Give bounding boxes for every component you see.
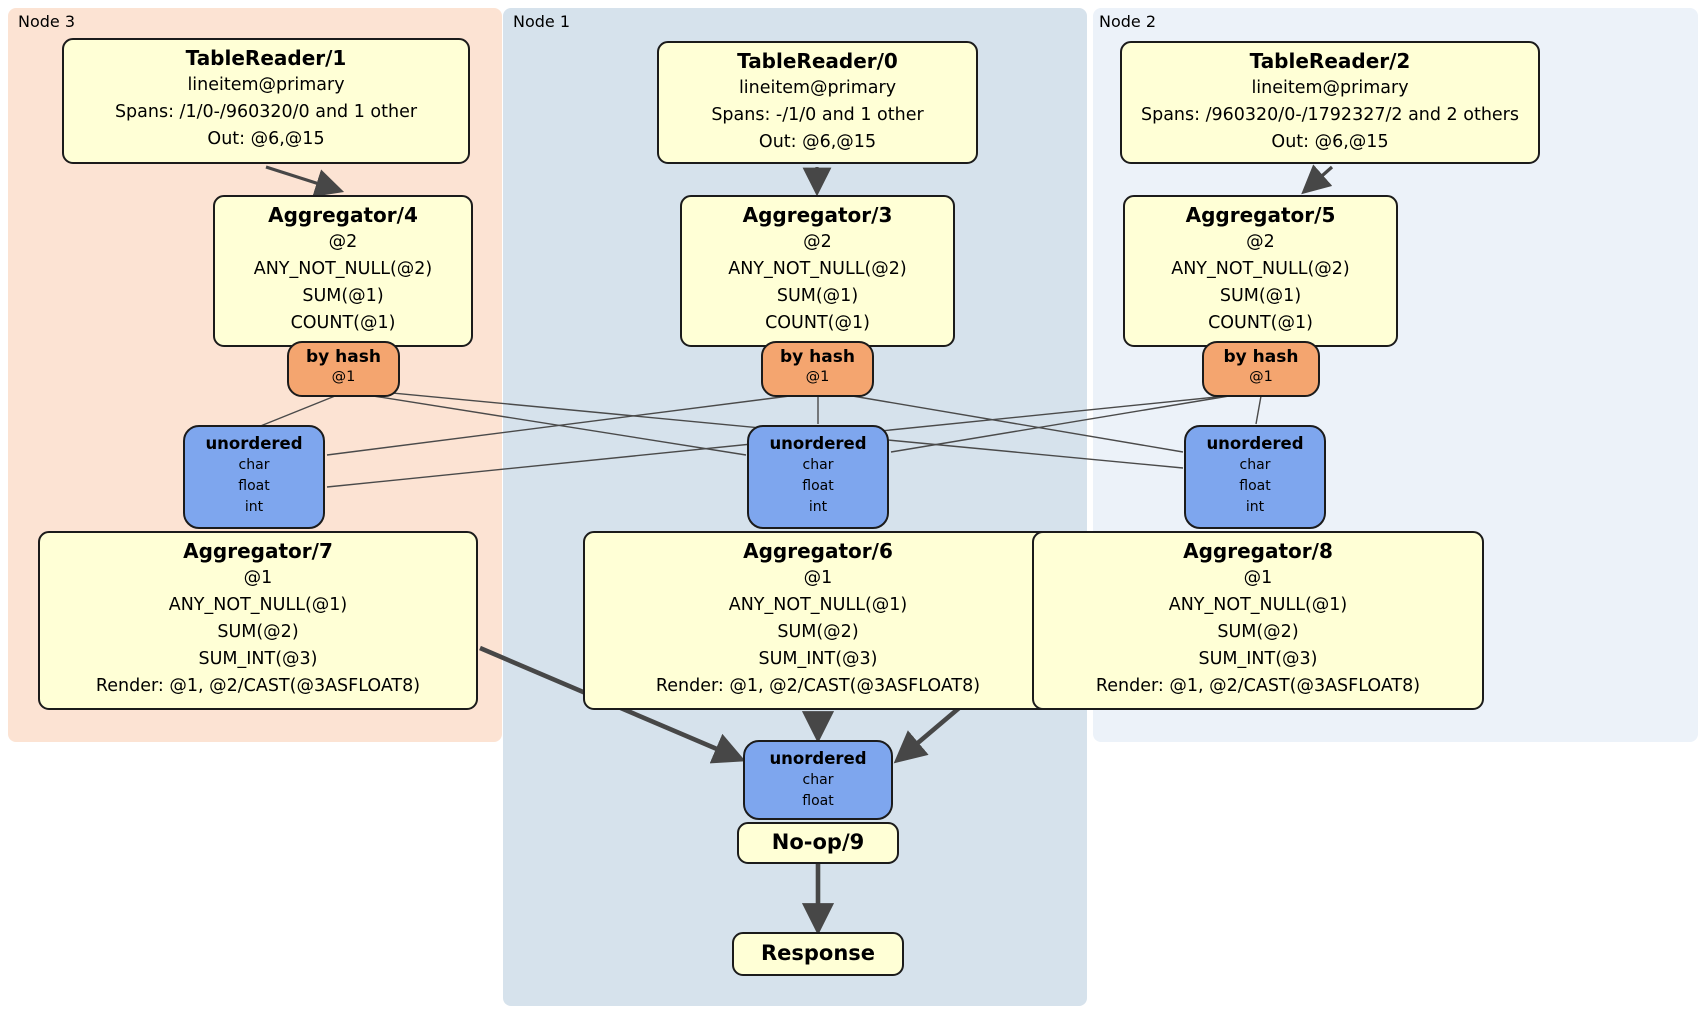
sync-item: char [1239,457,1271,473]
processor-line: COUNT(@1) [290,313,396,333]
sync-item: float [1239,478,1271,494]
processor-line: Render: @1, @2/CAST(@3ASFLOAT8) [95,676,421,696]
sync-title: unordered [769,749,867,768]
edge-tablereader2-aggregator5 [1301,164,1334,195]
processor-title: Aggregator/7 [183,539,333,563]
sync-item: char [802,457,834,473]
sync-title: unordered [1206,434,1304,453]
region-label-node2: Node 2 [1099,12,1157,31]
processor-title: Aggregator/5 [1185,203,1336,227]
processor-line: Spans: /1/0-/960320/0 and 1 other [114,102,418,122]
processor-line: Out: @6,@15 [758,132,877,152]
processor-line: @2 [328,232,358,252]
sync-item: char [802,772,834,788]
processor-line: @2 [803,232,832,252]
sync-title: unordered [205,434,303,453]
processor-line: Render: @1, @2/CAST(@3ASFLOAT8) [655,676,981,696]
processor-title: Aggregator/3 [742,203,893,227]
processor-noop-9: No-op/9 [737,822,899,864]
processor-line: ANY_NOT_NULL(@2) [728,259,907,279]
processor-line: SUM_INT(@3) [1198,649,1318,669]
processor-title: Aggregator/6 [743,539,893,563]
processor-aggregator-4: Aggregator/4 @2 ANY_NOT_NULL(@2) SUM(@1)… [213,195,473,347]
router-by-hash-node3: by hash @1 [287,341,400,397]
sync-unordered-node2: unordered char float int [1184,425,1326,529]
sync-unordered-node1: unordered char float int [747,425,889,529]
processor-title: TableReader/1 [185,46,347,70]
processor-title: Aggregator/4 [268,203,418,227]
processor-line: SUM(@1) [1219,286,1302,306]
processor-line: ANY_NOT_NULL(@2) [1171,259,1350,279]
processor-title: TableReader/0 [737,49,898,73]
processor-line: ANY_NOT_NULL(@2) [253,259,433,279]
sync-title: unordered [769,434,867,453]
router-title: by hash [306,347,381,367]
processor-title: No-op/9 [771,830,865,854]
processor-line: @1 [803,568,833,588]
processor-tablereader-0: TableReader/0 lineitem@primary Spans: -/… [657,41,978,164]
processor-aggregator-6: Aggregator/6 @1 ANY_NOT_NULL(@1) SUM(@2)… [583,531,1053,710]
router-by-hash-node1: by hash @1 [761,341,874,397]
sync-item: int [244,499,264,515]
processor-line: SUM_INT(@3) [198,649,318,669]
router-by-hash-node2: by hash @1 [1202,341,1320,397]
sync-item: float [802,478,834,494]
processor-line: ANY_NOT_NULL(@1) [168,595,348,615]
processor-line: @2 [1246,232,1275,252]
router-columns: @1 [805,369,830,385]
sync-item: int [1245,499,1265,515]
router-title: by hash [780,347,855,367]
sync-item: int [808,499,828,515]
processor-title: Aggregator/8 [1183,539,1333,563]
processor-line: Out: @6,@15 [207,129,325,149]
router-columns: @1 [1249,369,1273,385]
processor-line: lineitem@primary [738,78,897,98]
processor-line: SUM(@2) [217,622,299,642]
processor-line: SUM(@2) [777,622,859,642]
processor-aggregator-5: Aggregator/5 @2 ANY_NOT_NULL(@2) SUM(@1)… [1123,195,1398,347]
processor-line: Render: @1, @2/CAST(@3ASFLOAT8) [1095,676,1421,696]
processor-line: SUM_INT(@3) [758,649,878,669]
processor-line: SUM(@2) [1217,622,1299,642]
processor-line: COUNT(@1) [765,313,870,333]
processor-line: ANY_NOT_NULL(@1) [728,595,908,615]
processor-line: lineitem@primary [187,75,345,95]
processor-title: Response [760,941,876,965]
processor-title: TableReader/2 [1249,49,1411,73]
processor-line: SUM(@1) [776,286,859,306]
processor-aggregator-8: Aggregator/8 @1 ANY_NOT_NULL(@1) SUM(@2)… [1032,531,1484,710]
processor-line: Spans: -/1/0 and 1 other [711,105,924,125]
processor-line: lineitem@primary [1251,78,1409,98]
processor-aggregator-3: Aggregator/3 @2 ANY_NOT_NULL(@2) SUM(@1)… [680,195,955,347]
sync-item: char [238,457,270,473]
processor-line: Out: @6,@15 [1271,132,1389,152]
processor-line: ANY_NOT_NULL(@1) [1168,595,1348,615]
region-label-node1: Node 1 [513,12,571,31]
processor-line: SUM(@1) [302,286,384,306]
processor-aggregator-7: Aggregator/7 @1 ANY_NOT_NULL(@1) SUM(@2)… [38,531,478,710]
processor-line: @1 [1243,568,1273,588]
sync-item: float [802,793,834,809]
edge-tablereader1-aggregator4 [265,165,345,197]
region-label-node3: Node 3 [18,12,76,31]
router-title: by hash [1223,347,1299,367]
sync-item: float [238,478,270,494]
router-columns: @1 [331,369,356,385]
processor-tablereader-1: TableReader/1 lineitem@primary Spans: /1… [62,38,470,164]
processor-line: @1 [243,568,273,588]
processor-tablereader-2: TableReader/2 lineitem@primary Spans: /9… [1120,41,1540,164]
processor-response: Response [732,932,904,976]
processor-line: Spans: /960320/0-/1792327/2 and 2 others [1140,105,1519,125]
sync-unordered-final: unordered char float [743,740,893,820]
processor-line: COUNT(@1) [1208,313,1313,333]
sync-unordered-node3: unordered char float int [183,425,325,529]
